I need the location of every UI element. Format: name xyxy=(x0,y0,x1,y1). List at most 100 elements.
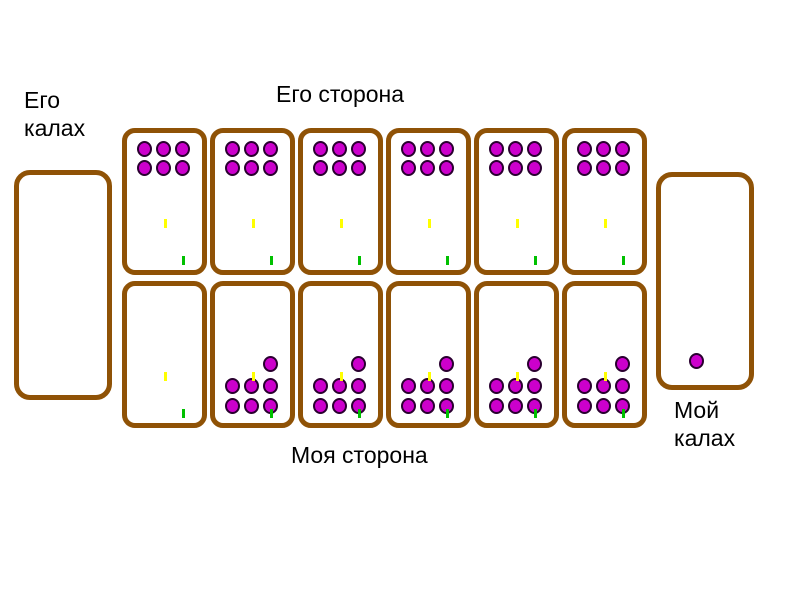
stone xyxy=(263,160,278,176)
stone xyxy=(596,160,611,176)
stone xyxy=(439,378,454,394)
stone xyxy=(508,141,523,157)
stone xyxy=(175,141,190,157)
stone xyxy=(401,160,416,176)
stone xyxy=(420,141,435,157)
pit-marker-green xyxy=(622,409,625,418)
pit-his-6[interactable] xyxy=(562,128,647,275)
my-side-label: Моя сторона xyxy=(291,442,428,468)
stone xyxy=(332,160,347,176)
pit-marker-yellow xyxy=(604,219,607,228)
pit-marker-green xyxy=(182,256,185,265)
pit-marker-green xyxy=(534,409,537,418)
his-side-label: Его сторона xyxy=(276,81,405,107)
pit-marker-yellow xyxy=(604,372,607,381)
stone xyxy=(225,378,240,394)
stone xyxy=(313,378,328,394)
stone xyxy=(351,356,366,372)
stone xyxy=(420,398,435,414)
stone xyxy=(244,141,259,157)
stone xyxy=(156,141,171,157)
pit-marker-yellow xyxy=(164,219,167,228)
pit-marker-green xyxy=(446,256,449,265)
pit-my-2[interactable] xyxy=(210,281,295,428)
stone xyxy=(244,378,259,394)
pit-his-1[interactable] xyxy=(122,128,207,275)
pit-marker-yellow xyxy=(340,372,343,381)
stone xyxy=(263,356,278,372)
pit-marker-yellow xyxy=(252,219,255,228)
stone xyxy=(577,378,592,394)
stone xyxy=(577,141,592,157)
his-kalah-store xyxy=(14,170,112,400)
pit-his-2[interactable] xyxy=(210,128,295,275)
stone xyxy=(508,378,523,394)
stone xyxy=(489,398,504,414)
pit-marker-green xyxy=(358,409,361,418)
stone xyxy=(527,141,542,157)
pit-marker-green xyxy=(270,409,273,418)
stone xyxy=(596,378,611,394)
stone xyxy=(225,398,240,414)
pit-marker-yellow xyxy=(516,372,519,381)
pit-marker-green xyxy=(446,409,449,418)
pit-marker-green xyxy=(534,256,537,265)
stone xyxy=(420,160,435,176)
stone xyxy=(615,160,630,176)
stone xyxy=(508,398,523,414)
pit-marker-green xyxy=(622,256,625,265)
stone xyxy=(615,141,630,157)
stone xyxy=(527,160,542,176)
my-kalah-store xyxy=(656,172,754,390)
stone xyxy=(489,378,504,394)
stone xyxy=(577,398,592,414)
pit-my-6[interactable] xyxy=(562,281,647,428)
stone xyxy=(401,398,416,414)
stone xyxy=(615,378,630,394)
stone xyxy=(175,160,190,176)
pit-marker-green xyxy=(182,409,185,418)
pit-his-5[interactable] xyxy=(474,128,559,275)
stone xyxy=(263,141,278,157)
stone xyxy=(508,160,523,176)
stone xyxy=(527,378,542,394)
stone xyxy=(489,160,504,176)
stone xyxy=(332,141,347,157)
stone xyxy=(401,141,416,157)
stone xyxy=(351,160,366,176)
stone xyxy=(689,353,704,369)
pit-his-4[interactable] xyxy=(386,128,471,275)
stone xyxy=(439,356,454,372)
pit-his-3[interactable] xyxy=(298,128,383,275)
pit-marker-green xyxy=(358,256,361,265)
stone xyxy=(489,141,504,157)
stone xyxy=(137,141,152,157)
stone xyxy=(156,160,171,176)
stone xyxy=(313,160,328,176)
stone xyxy=(263,378,278,394)
stone xyxy=(313,141,328,157)
pit-my-5[interactable] xyxy=(474,281,559,428)
stone xyxy=(332,378,347,394)
pit-marker-yellow xyxy=(252,372,255,381)
stone xyxy=(137,160,152,176)
stone xyxy=(527,356,542,372)
pit-marker-yellow xyxy=(428,372,431,381)
pit-my-4[interactable] xyxy=(386,281,471,428)
stone xyxy=(225,160,240,176)
stone xyxy=(401,378,416,394)
pit-my-3[interactable] xyxy=(298,281,383,428)
pit-my-1[interactable] xyxy=(122,281,207,428)
stone xyxy=(596,141,611,157)
his-kalah-label: Его калах xyxy=(24,87,86,142)
stone xyxy=(225,141,240,157)
pit-marker-yellow xyxy=(340,219,343,228)
pit-marker-yellow xyxy=(164,372,167,381)
stone xyxy=(244,398,259,414)
pit-marker-yellow xyxy=(516,219,519,228)
stone xyxy=(615,356,630,372)
stone xyxy=(351,141,366,157)
my-kalah-label: Мой калах xyxy=(674,397,736,452)
stone xyxy=(244,160,259,176)
